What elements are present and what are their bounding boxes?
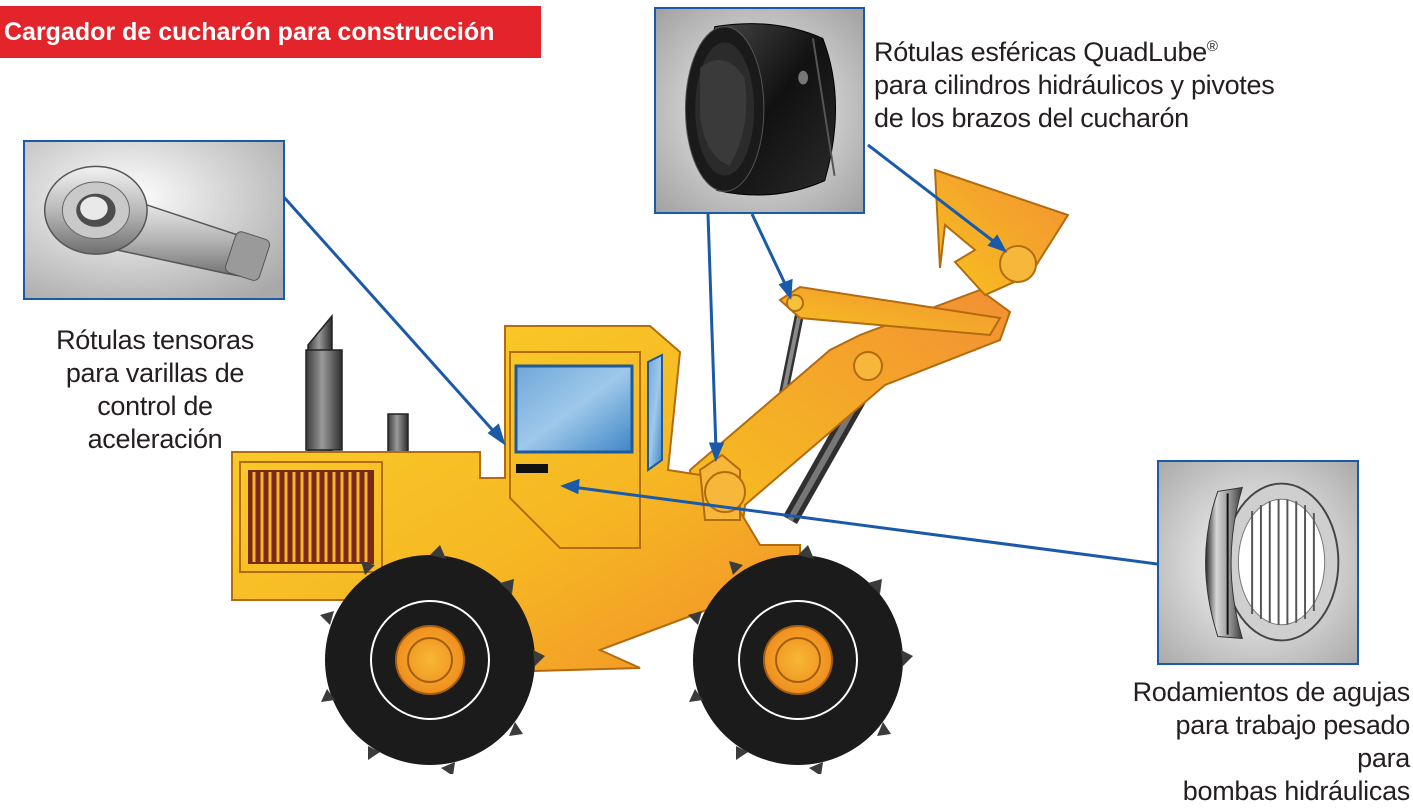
rear-wheel <box>320 545 545 774</box>
tilt-link <box>778 285 1002 337</box>
needle-bearing-caption: Rodamientos de agujas para trabajo pesad… <box>1120 676 1411 808</box>
cab-window <box>514 364 634 454</box>
needle-caption-line2: para trabajo pesado para <box>1175 710 1411 773</box>
quadlube-caption-line3: de los brazos del cucharón <box>874 103 1189 133</box>
quadlube-caption-line1: Rótulas esféricas QuadLube® <box>874 37 1218 67</box>
quadlube-caption: Rótulas esféricas QuadLube® para cilindr… <box>874 36 1275 135</box>
rod-end-caption-line2: para varillas de <box>65 358 245 388</box>
rod-end-bearing-photo <box>23 140 285 300</box>
rod-end-caption-line3: control de <box>97 391 213 421</box>
front-wheel <box>688 545 913 774</box>
quadlube-caption-line2: para cilindros hidráulicos y pivotes <box>874 70 1275 100</box>
exhaust-stack <box>305 313 409 453</box>
leader-lines <box>280 143 1158 566</box>
needle-roller-bearing-photo <box>1157 460 1359 665</box>
page-title: Cargador de cucharón para construcción <box>0 6 541 58</box>
diagram-canvas: Cargador de cucharón para construcción <box>0 6 1410 806</box>
rod-end-caption: Rótulas tensoras para varillas de contro… <box>20 324 290 456</box>
rod-end-caption-line1: Rótulas tensoras <box>56 325 254 355</box>
bucket <box>933 168 1070 297</box>
needle-caption-line1: Rodamientos de agujas <box>1132 677 1411 707</box>
needle-caption-line3: bombas hidráulicas <box>1182 776 1411 806</box>
spherical-bearing-photo <box>654 7 865 214</box>
engine-grille <box>248 470 374 564</box>
rod-end-caption-line4: aceleración <box>87 424 223 454</box>
wheel-loader-illustration <box>231 143 1158 774</box>
